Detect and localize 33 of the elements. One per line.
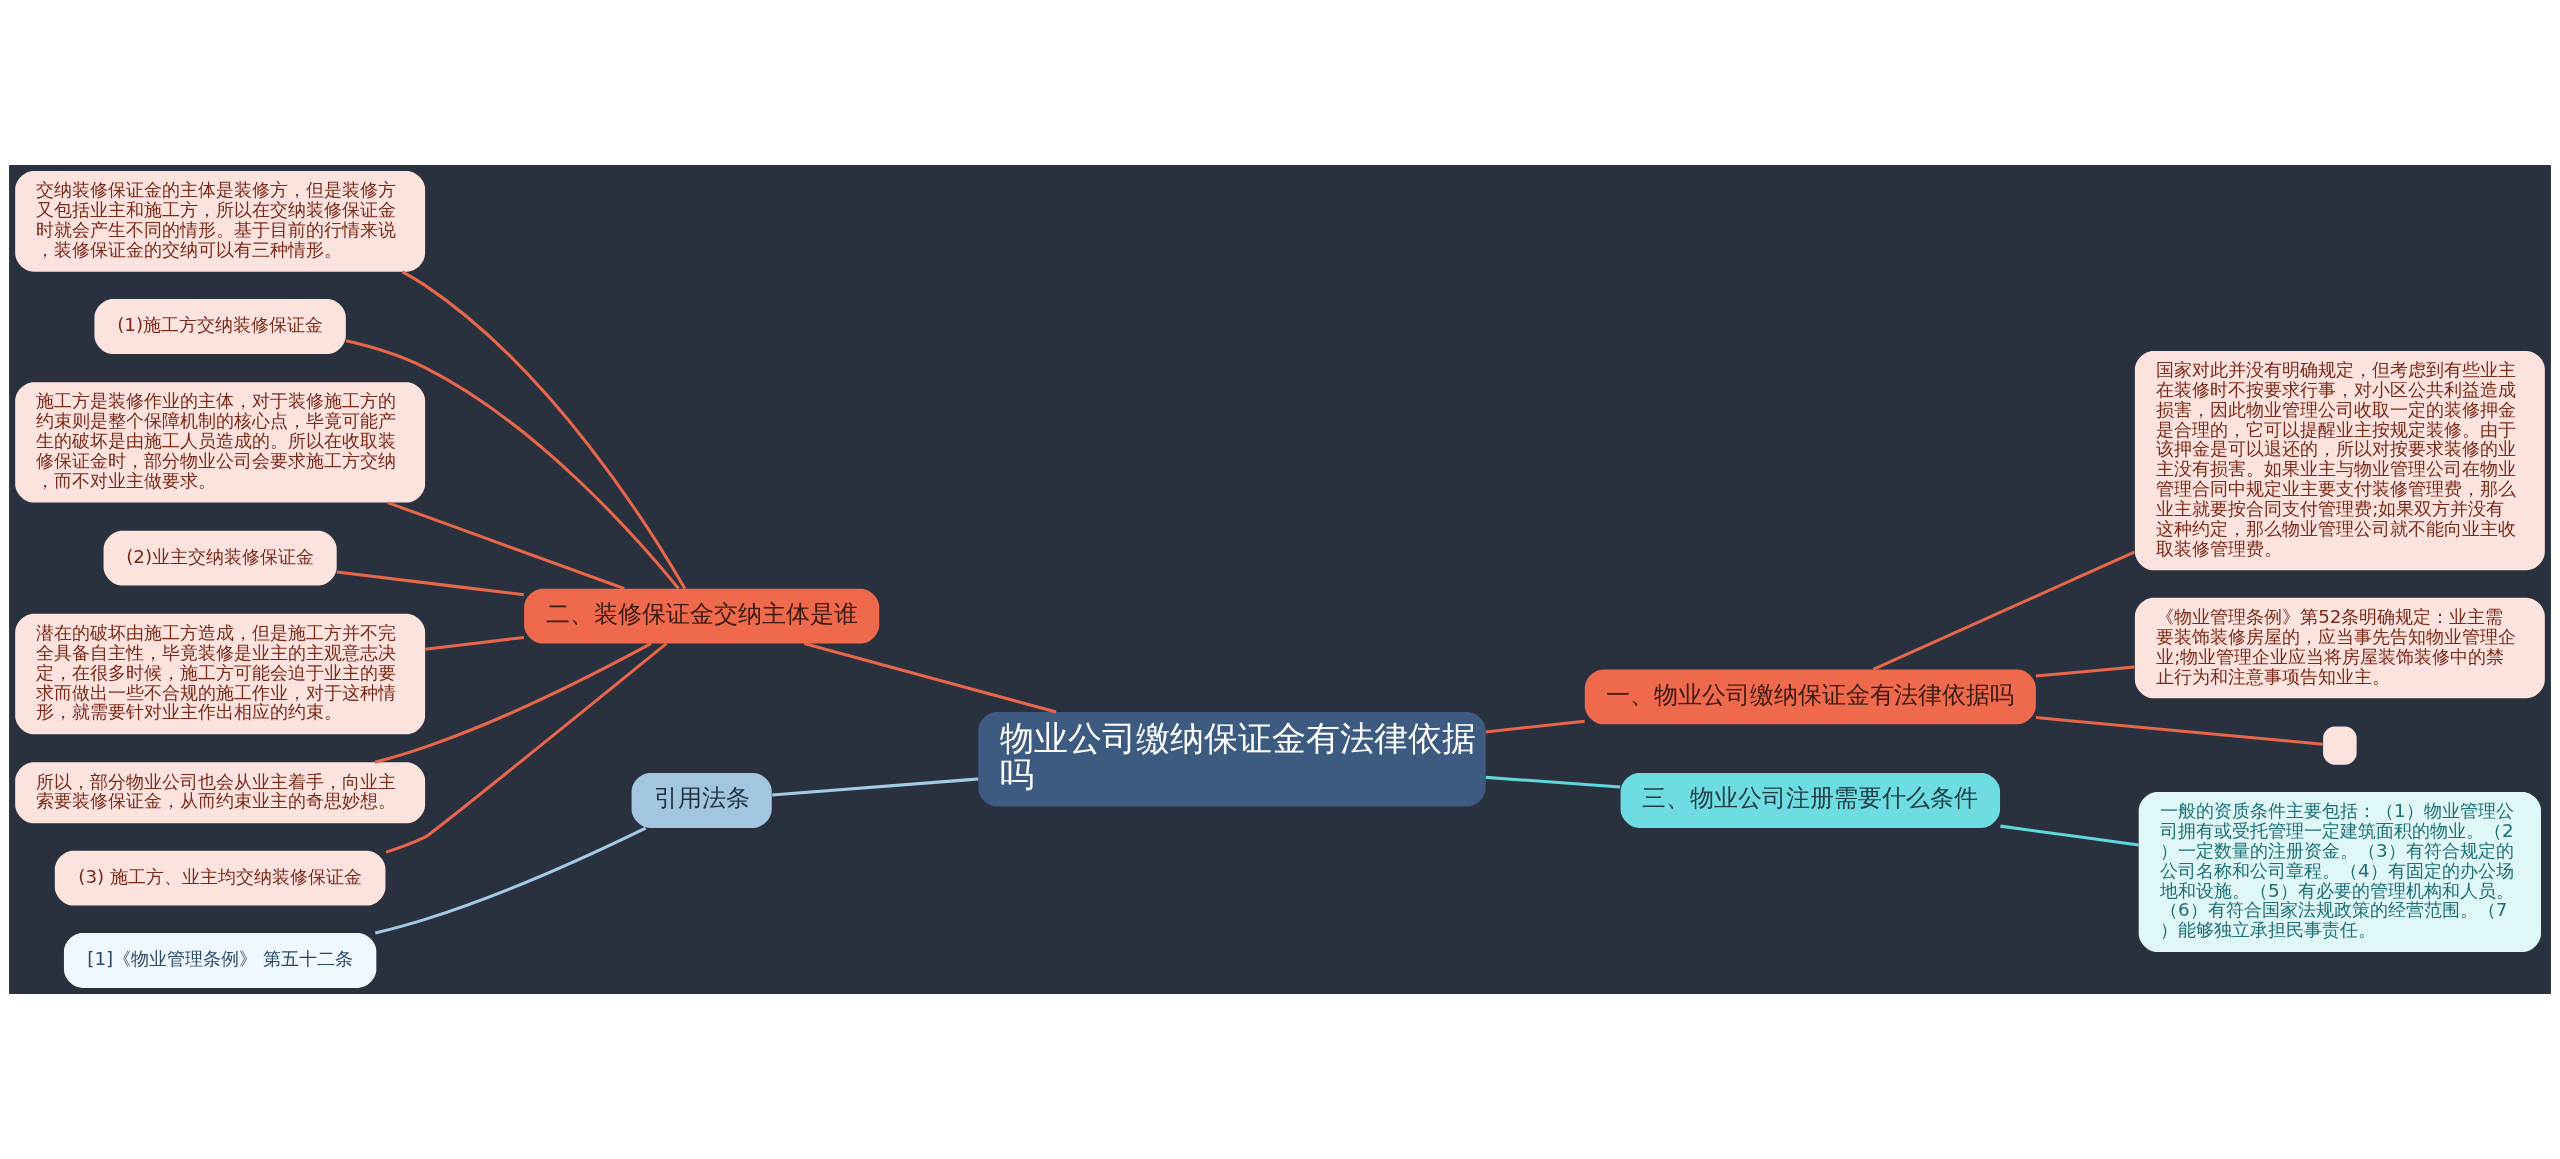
connector — [374, 642, 652, 764]
node-box: (3) 施工方、业主均交纳装修保证金 — [54, 850, 386, 906]
node-box: 三、物业公司注册需要什么条件 — [1620, 773, 2001, 828]
node-box: 潜在的破坏由施工方造成，但是施工方并不完全具备自主性，毕竟装修是业主的主观意志决定，在很多时候，施工方可能会迫于业主的要求而做出一些不合规的施工作业，对于这种情形，就需要针对业主作出相应的约束。 — [15, 613, 426, 735]
connector — [336, 570, 524, 597]
connector — [2035, 716, 2323, 746]
node-box: 所以，部分物业公司也会从业主着手，向业主索要装修保证金，从而约束业主的奇思妙想。 — [15, 762, 426, 824]
node-box — [2323, 726, 2357, 765]
connector — [385, 642, 668, 854]
connector — [803, 642, 1057, 714]
connector — [387, 501, 625, 590]
node-box: 物业公司缴纳保证金有法律依据吗 — [978, 712, 1486, 807]
connector — [2035, 665, 2135, 678]
node-box: (1)施工方交纳装修保证金 — [94, 299, 346, 354]
connector — [1485, 775, 1621, 789]
node-box: 一、物业公司缴纳保证金有法律依据吗 — [1584, 669, 2036, 725]
node-box: [1]《物业管理条例》 第五十二条 — [63, 933, 377, 988]
node-box: 二、装修保证金交纳主体是谁 — [524, 588, 880, 644]
connector — [1872, 550, 2136, 671]
connector — [2000, 824, 2139, 847]
node-box: 《物业管理条例》第52条明确规定：业主需要装饰装修房屋的，应当事先告知物业管理企业;物业管理企业应当将房屋装饰装修中的禁止行为和注意事项告知业主。 — [2134, 597, 2545, 699]
connector — [1485, 719, 1585, 734]
node-box: 引用法条 — [631, 773, 772, 828]
node-box: 一般的资质条件主要包括：（1）物业管理公司拥有或受托管理一定建筑面积的物业。（2）一定数量的注册资金。（3）有符合规定的公司名称和公司章程。（4）有固定的办公场地和设施。（5）有必要的管理机构和人员。（6）有符合国家法规政策的经营范围。（7）能够独立承担民事责任。 — [2138, 792, 2541, 953]
connector — [772, 777, 979, 797]
connector — [425, 635, 525, 651]
node-box: (2)业主交纳装修保证金 — [103, 530, 337, 586]
connector — [401, 270, 687, 590]
node-box: 交纳装修保证金的主体是装修方，但是装修方又包括业主和施工方，所以在交纳装修保证金时就会产生不同的情形。基于目前的行情来说，装修保证金的交纳可以有三种情形。 — [15, 171, 426, 272]
node-box: 施工方是装修作业的主体，对于装修施工方的约束则是整个保障机制的核心点，毕竟可能产生的破坏是由施工人员造成的。所以在收取装修保证金时，部分物业公司会要求施工方交纳，而不对业主做要求。 — [15, 382, 426, 503]
connector — [374, 826, 647, 935]
connector — [345, 339, 680, 590]
node-box: 国家对此并没有明确规定，但考虑到有些业主在装修时不按要求行事，对小区公共利益造成损害，因此物业管理公司收取一定的装修押金是合理的，它可以提醒业主按规定装修。由于该押金是可以退还的，所以对按要求装修的业主没有损害。如果业主与物业管理公司在物业管理合同中规定业主要支付装修管理费，那么业主就要按合同支付管理费;如果双方并没有这种约定，那么物业管理公司就不能向业主收取装修管理费。 — [2134, 350, 2545, 571]
